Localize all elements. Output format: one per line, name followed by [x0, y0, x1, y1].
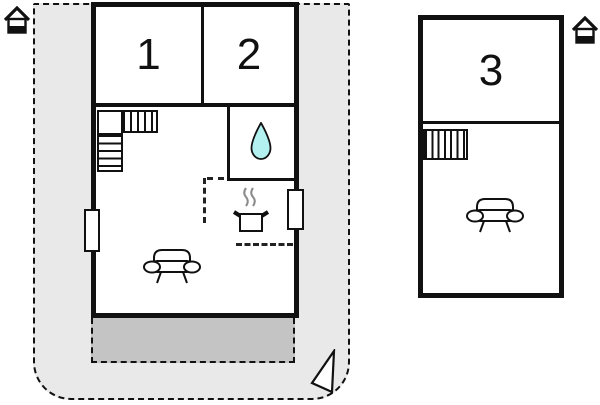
entrance-house-icon-annex — [572, 16, 598, 44]
stairs-lower-run — [97, 133, 123, 172]
wall-annex-divider — [423, 121, 559, 124]
kitchen-counter-dash-vertical — [203, 178, 206, 223]
water-drop-icon — [250, 122, 272, 162]
sofa-icon — [143, 248, 201, 286]
room-1-label: 1 — [136, 30, 161, 79]
kitchen-counter-dash-bottom — [236, 243, 293, 246]
entrance-house-icon-main — [4, 6, 30, 34]
sofa-icon-annex — [466, 197, 524, 235]
stairs-upper-run — [121, 110, 158, 133]
pot-with-steam-icon — [231, 187, 271, 234]
kitchen-counter-dash-top — [207, 177, 224, 180]
door-east — [287, 189, 304, 230]
wall-room1-room2 — [201, 7, 204, 105]
room-1: 1 — [96, 7, 201, 103]
room-3: 3 — [423, 20, 559, 121]
room-2-label: 2 — [236, 30, 262, 79]
wall-rooms-south — [96, 103, 294, 107]
wall-bathroom-west — [227, 107, 230, 181]
terrace — [91, 318, 295, 363]
stairs-landing — [97, 110, 123, 135]
stairs-annex — [423, 129, 468, 160]
wall-bathroom-south — [227, 178, 294, 181]
window-west — [84, 209, 100, 252]
room-3-label: 3 — [478, 45, 504, 95]
room-2: 2 — [204, 7, 294, 103]
north-arrow-icon — [309, 349, 341, 397]
